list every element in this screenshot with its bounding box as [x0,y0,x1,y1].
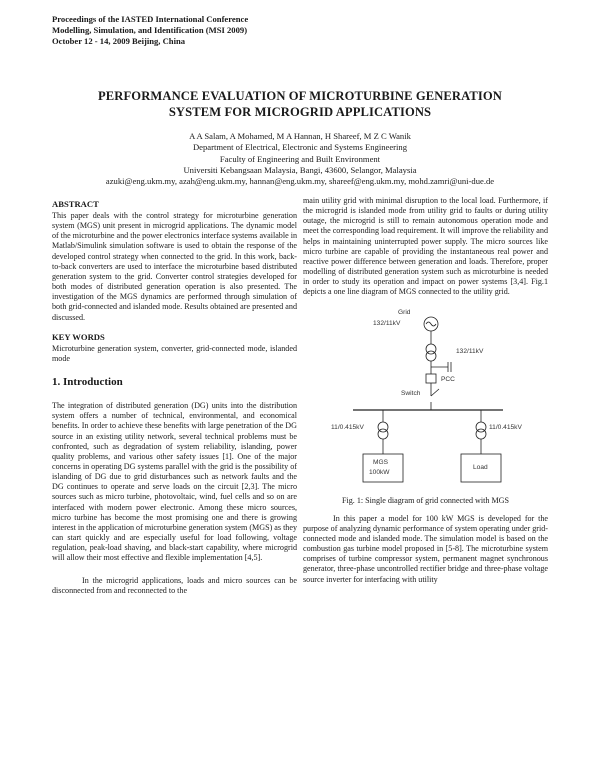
switch-label: Switch [401,389,421,397]
department: Department of Electrical, Electronic and… [192,142,408,153]
right-paragraph-after-figure: In this paper a model for 100 kW MGS is … [303,513,548,584]
paper-title: PERFORMANCE EVALUATION OF MICROTURBINE G… [40,88,560,120]
mgs-rating-label: 100kW [369,468,390,476]
mgs-box [362,453,404,482]
grid-voltage-label: 132/11kV [373,319,401,327]
author-names: A A Salam, A Mohamed, M A Hannan, H Shar… [189,131,411,141]
keywords-text: Microturbine generation system, converte… [52,343,297,363]
left-transformer-coil-1 [377,421,389,432]
introduction-heading: 1. Introduction [52,376,123,389]
one-line-diagram-svg [353,316,503,482]
conference-line-1: Proceedings of the IASTED International … [52,14,249,24]
right-paragraph-continued: main utility grid with minimal disruptio… [303,196,548,297]
figure-1-one-line-diagram: Grid 132/11kV 132/11kV PCC Switch 11/0.4… [303,304,548,584]
conference-header: Proceedings of the IASTED International … [52,14,248,47]
title-line-1: PERFORMANCE EVALUATION OF MICROTURBINE G… [98,89,502,103]
intro-paragraph-2: In the microgrid applications, loads and… [52,575,297,595]
faculty: Faculty of Engineering and Built Environ… [219,153,381,164]
left-transformer-label: 11/0.415kV [331,423,364,431]
conference-line-3: October 12 - 14, 2009 Beijing, China [52,36,186,46]
load-box [460,453,502,482]
right-column: main utility grid with minimal disruptio… [303,196,548,584]
abstract-heading: ABSTRACT [52,199,99,209]
author-block: A A Salam, A Mohamed, M A Hannan, H Shar… [30,131,570,187]
conference-line-2: Modelling, Simulation, and Identificatio… [52,25,248,35]
figure-caption: Fig. 1: Single diagram of grid connected… [341,495,510,505]
title-line-2: SYSTEM FOR MICROGRID APPLICATIONS [168,105,432,119]
left-column: ABSTRACT This paper deals with the contr… [52,199,297,596]
grid-label: Grid [398,308,411,316]
right-transformer-label: 11/0.415kV [489,423,522,431]
right-transformer-coil-1 [475,421,487,432]
transformer-secondary-coil [425,350,437,361]
right-transformer-coil-2 [475,428,487,439]
university: Universiti Kebangsaan Malaysia, Bangi, 4… [183,164,417,175]
load-label: Load [473,463,488,471]
left-transformer-coil-2 [377,428,389,439]
mgs-label: MGS [373,458,389,466]
pcc-breaker-box [425,373,437,383]
pcc-label: PCC [441,375,455,383]
ac-wave-icon [425,321,437,326]
author-emails: azuki@eng.ukm.my, azah@eng.ukm.my, hanna… [105,176,495,187]
abstract-text: This paper deals with the control strate… [52,211,297,322]
transformer-label: 132/11kV [456,347,484,355]
switch-blade [430,388,440,396]
transformer-primary-coil [425,343,437,354]
intro-paragraph-1: The integration of distributed generatio… [52,401,297,563]
keywords-heading: KEY WORDS [52,331,105,342]
